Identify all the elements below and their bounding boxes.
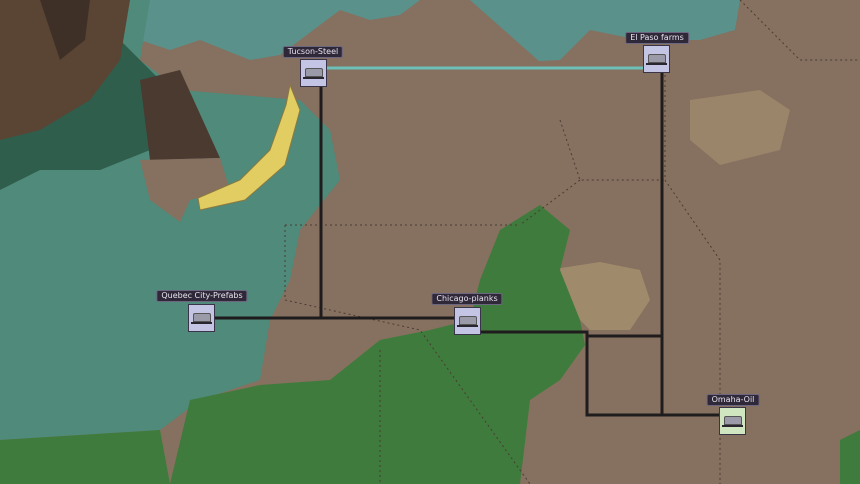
- station-omaha-oil[interactable]: [719, 407, 746, 435]
- beach: [197, 83, 301, 211]
- land-north: [420, 0, 540, 62]
- province-borders: [284, 0, 860, 484]
- peninsula: [140, 158, 230, 222]
- station-chicago-planks[interactable]: [454, 307, 481, 335]
- building-icon: [724, 416, 742, 425]
- forest-west: [0, 430, 170, 484]
- building-icon: [193, 313, 211, 322]
- station-label-el-paso: El Paso farms: [625, 32, 689, 44]
- building-icon: [305, 68, 323, 77]
- building-icon: [648, 54, 666, 63]
- station-label-quebec: Quebec City-Prefabs: [156, 290, 248, 302]
- station-quebec-city-prefabs[interactable]: [188, 304, 215, 332]
- plain-northeast: [690, 90, 790, 165]
- mountain-peak: [40, 0, 90, 60]
- rail-lines[interactable]: [215, 72, 719, 417]
- mountain-south: [140, 70, 220, 160]
- forest-south: [170, 205, 585, 484]
- station-label-omaha: Omaha-Oil: [706, 394, 760, 406]
- station-tucson-steel[interactable]: [300, 59, 327, 87]
- building-icon: [459, 316, 477, 325]
- station-label-chicago: Chicago-planks: [431, 293, 503, 305]
- forest-southeast: [840, 430, 860, 484]
- sea-deep: [0, 40, 160, 190]
- mountain-ridge: [0, 0, 130, 140]
- station-el-paso-farms[interactable]: [643, 45, 670, 73]
- station-label-tucson: Tucson-Steel: [282, 46, 344, 58]
